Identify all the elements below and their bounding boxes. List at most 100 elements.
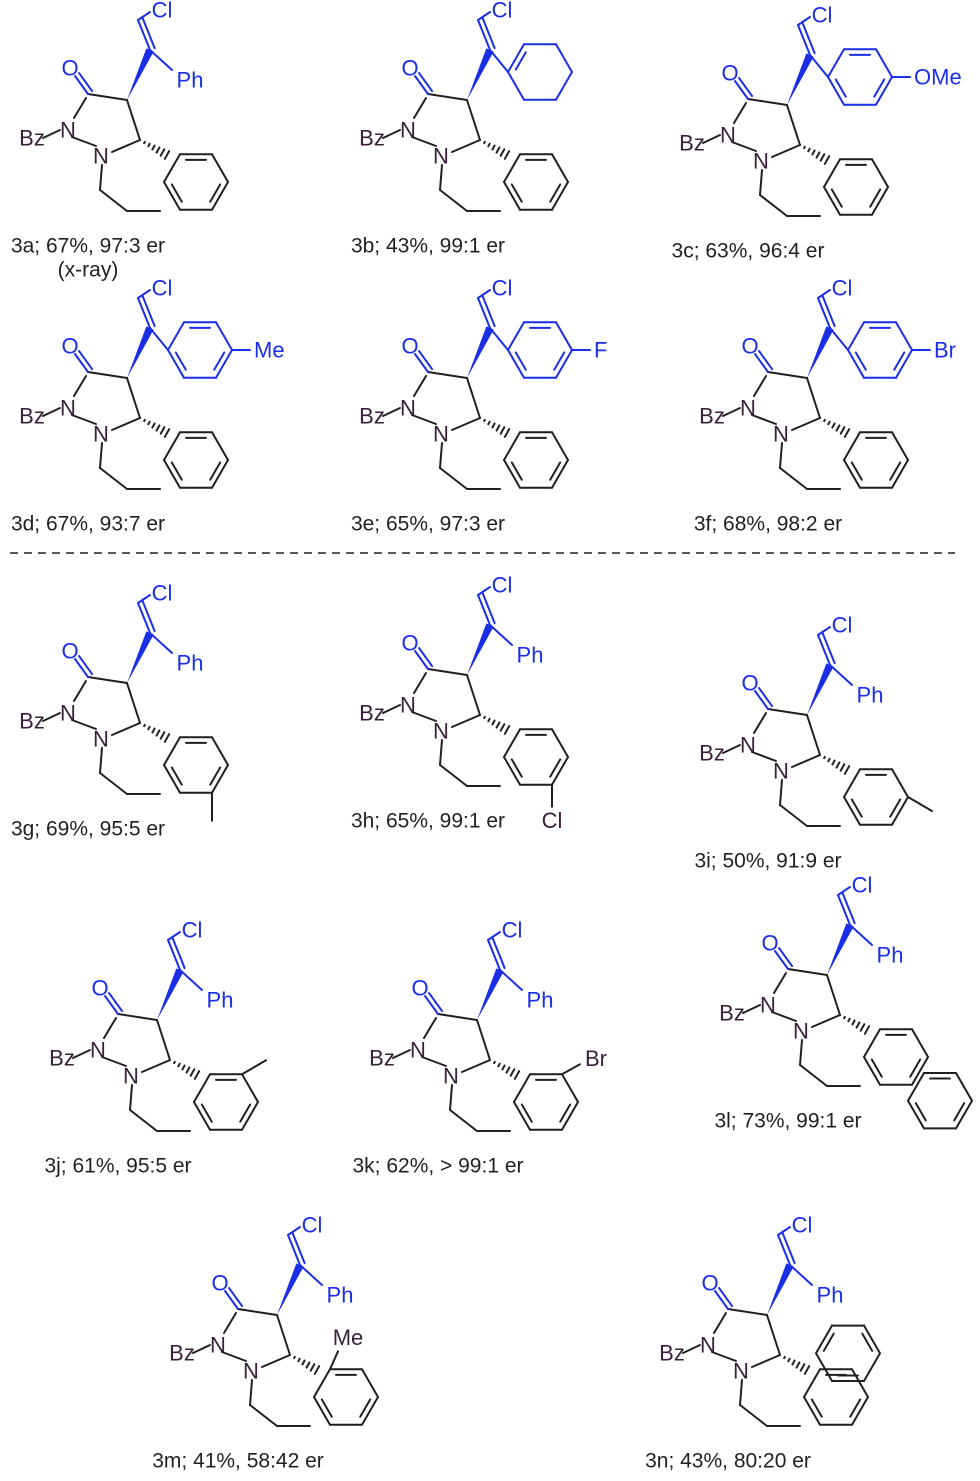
carbonyl-bond: [758, 350, 774, 371]
arene-ring: [209, 461, 222, 481]
bz-bond: [192, 1344, 211, 1354]
phenyl-bond: [499, 969, 523, 991]
ring-bond: [221, 1351, 247, 1362]
nitrogen-label: N: [93, 144, 109, 169]
ring-bond: [476, 1019, 491, 1061]
stereo-hash-bond: [803, 1365, 811, 1375]
stereo-hash-bond: [847, 1017, 851, 1023]
aryl-ring: [167, 349, 185, 379]
stereo-wedge-bond: [277, 1263, 304, 1315]
para-substituent-label: F: [594, 338, 607, 363]
stereo-hash-bond: [151, 727, 156, 734]
stereo-hash-bond: [811, 149, 816, 156]
compound-caption: 3f; 68%, 98:2 er: [694, 513, 842, 536]
ring-bond: [766, 1314, 781, 1356]
vinyl-chloride-label: Cl: [812, 3, 833, 28]
arene-ring: [241, 1073, 259, 1103]
vinyl-chloride-label: Cl: [492, 0, 513, 23]
arene-ring: [871, 186, 889, 216]
chloro-bond: [137, 594, 151, 604]
benzoyl-label: Bz: [359, 126, 385, 151]
aryl-ring: [847, 349, 865, 379]
bz-bond: [742, 1004, 761, 1014]
methyl-bond: [907, 796, 933, 812]
compound-caption: 3b; 43%, 99:1 er: [351, 235, 505, 258]
stereo-hash-bond: [143, 418, 146, 423]
alkene-bond: [841, 892, 856, 925]
carbonyl-bond: [74, 658, 89, 678]
arene-ring: [551, 728, 569, 758]
ring-bond: [71, 414, 97, 425]
arene-ring: [891, 768, 909, 798]
ring-bond: [223, 1312, 237, 1334]
nitrogen-label: N: [60, 118, 76, 143]
nitrogen-label: N: [60, 701, 76, 726]
arene-ring: [551, 459, 569, 489]
stereo-hash-bond: [499, 723, 506, 732]
carbonyl-bond: [414, 75, 429, 95]
ring-bond: [826, 974, 841, 1016]
ring-bond: [451, 714, 481, 728]
nitrogen-label: N: [740, 396, 756, 421]
ring-bond: [753, 375, 767, 397]
stereo-hash-bond: [859, 1023, 866, 1032]
stereo-hash-bond: [193, 1070, 201, 1080]
nitrogen-label: N: [400, 118, 416, 143]
arene-ring: [320, 1398, 333, 1418]
aryl-ring: [507, 349, 525, 379]
ketone-oxygen-label: O: [761, 931, 778, 956]
stereo-wedge-bond: [787, 53, 814, 105]
ring-bond: [156, 1019, 171, 1061]
stereo-hash-bond: [313, 1365, 321, 1375]
aryl-ring: [875, 76, 893, 106]
arene-ring: [193, 1073, 211, 1103]
carbonyl-bond: [424, 995, 439, 1015]
alkene-bond: [167, 939, 181, 971]
arene-ring: [503, 756, 521, 786]
ring-bond: [126, 682, 141, 724]
arene-ring: [551, 181, 569, 211]
ring-bond: [249, 1404, 278, 1427]
aryl-ring: [555, 321, 573, 351]
stereo-hash-bond: [143, 723, 146, 728]
alkene-bond: [141, 600, 156, 633]
ring-bond: [731, 141, 757, 152]
ring-bond: [713, 1312, 727, 1334]
stereo-hash-bond: [495, 146, 501, 154]
arene-ring: [503, 431, 521, 461]
naphthalene-ring: [955, 1099, 973, 1130]
stereo-hash-bond: [147, 725, 151, 731]
methyl-bond: [329, 1350, 339, 1371]
carbonyl-bond: [224, 1290, 239, 1310]
aryl-ring: [854, 351, 867, 371]
stereo-wedge-bond: [807, 326, 834, 378]
stereo-wedge-bond: [467, 326, 494, 378]
arene-ring: [870, 1058, 883, 1078]
nitrogen-label: N: [753, 149, 769, 174]
arene-ring: [503, 153, 521, 183]
bz-bond: [42, 129, 61, 139]
aryl-ring: [827, 48, 845, 78]
ketone-oxygen-label: O: [401, 631, 418, 656]
phenyl-bond: [149, 632, 173, 654]
alkene-bond: [477, 297, 491, 329]
ring-bond: [786, 104, 801, 146]
bz-bond: [702, 134, 721, 144]
nitrogen-label: N: [433, 422, 449, 447]
arene-ring: [193, 1101, 211, 1131]
chloro-bond: [477, 11, 491, 21]
stereo-hash-bond: [509, 1068, 516, 1077]
arene-ring: [891, 796, 909, 826]
benzoyl-label: Bz: [369, 1046, 395, 1071]
compound-caption: 3l; 73%, 99:1 er: [714, 1110, 861, 1133]
ring-bond: [126, 377, 141, 419]
arene-ring: [200, 1103, 213, 1123]
stereo-hash-bond: [823, 418, 826, 423]
alkene-bond: [477, 594, 491, 626]
stereo-hash-bond: [189, 1068, 196, 1077]
ring-bond: [439, 164, 443, 191]
